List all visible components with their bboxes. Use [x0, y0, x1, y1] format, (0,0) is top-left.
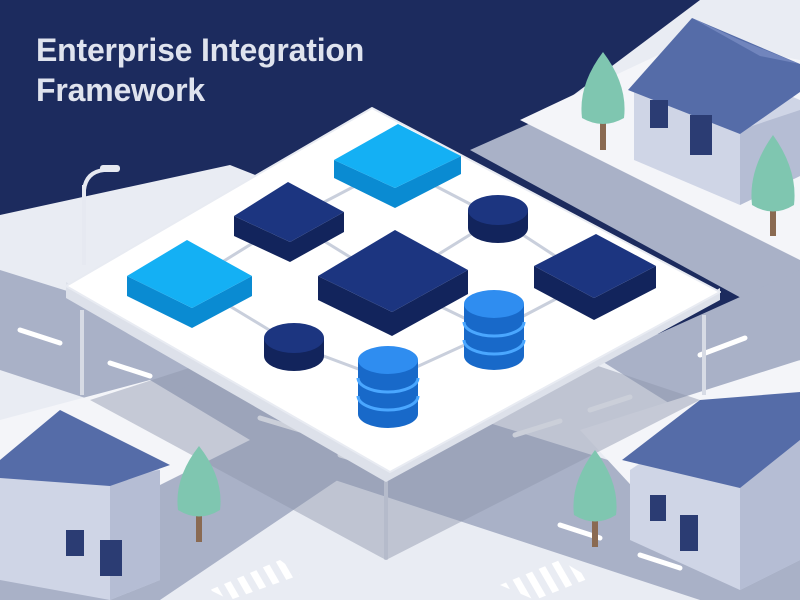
module-dark-upper [234, 182, 344, 262]
house-bottom-right [622, 392, 800, 590]
module-light-left [127, 240, 252, 328]
node-disk-lower [264, 323, 324, 371]
node-disk-upper [468, 195, 528, 243]
tree-right [751, 135, 795, 236]
page-title: Enterprise Integration Framework [36, 30, 364, 110]
database-left-icon [356, 346, 420, 428]
house-bottom-left [0, 410, 170, 600]
title-line-2: Framework [36, 72, 205, 108]
street-lamp [82, 165, 120, 265]
module-dark-right [534, 234, 656, 320]
crosswalks [210, 560, 590, 600]
tree-top-right [581, 52, 625, 150]
tree-bottom-right [573, 450, 617, 547]
module-light-top [334, 124, 461, 208]
title-line-1: Enterprise Integration [36, 32, 365, 68]
platform-pillars [80, 310, 706, 560]
tree-bottom-left [177, 446, 221, 542]
module-dark-center [318, 230, 468, 336]
database-right-icon [462, 290, 526, 370]
